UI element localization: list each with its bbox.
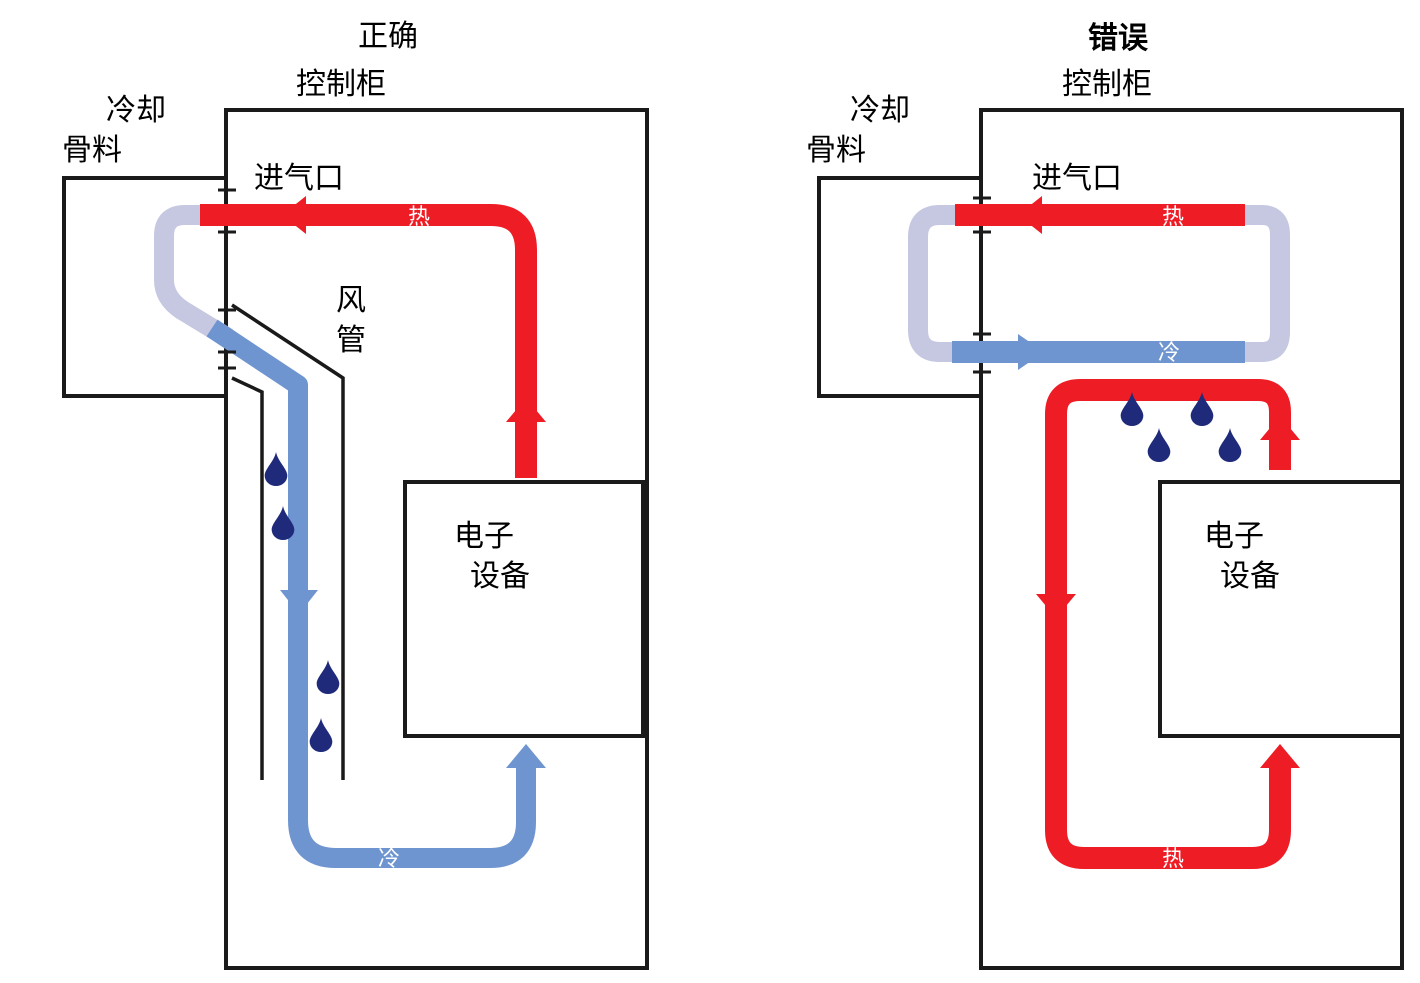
equipment-label-line1: 电子	[1204, 519, 1264, 554]
panel-title: 正确	[358, 19, 418, 54]
wrong-panel: 错误 控制柜 冷却 骨料 进气口 电子 设备 热 冷 热	[806, 21, 1404, 970]
cooler-box	[62, 176, 228, 398]
equipment-box	[1158, 480, 1404, 738]
cold-arrow-down	[280, 590, 318, 614]
cabinet-label: 控制柜	[1062, 67, 1152, 102]
equipment-label-line2: 设备	[1220, 559, 1280, 594]
droplet-icon	[309, 718, 333, 752]
cooler-loop	[154, 205, 234, 347]
inlet-label: 进气口	[254, 161, 344, 196]
duct-label-line2: 管	[336, 323, 366, 358]
duct-inner-wall	[231, 376, 264, 780]
equipment-label-line1: 电子	[454, 519, 514, 554]
inlet-label: 进气口	[1032, 161, 1122, 196]
cold-arrow-up	[506, 744, 546, 768]
hot-label: 热	[408, 205, 430, 230]
droplet-icon	[264, 452, 288, 486]
cold-airflow	[206, 319, 536, 868]
cabinet-box	[224, 108, 649, 970]
droplet-icon	[1147, 428, 1171, 462]
droplet-icon	[316, 660, 340, 694]
short-circuit-loop	[1245, 205, 1290, 362]
cooler-label-line1: 冷却	[850, 93, 910, 128]
cooler-label-line2: 骨料	[62, 133, 122, 168]
hot-arrow-up	[1260, 416, 1300, 440]
panel-title: 错误	[1088, 21, 1149, 56]
hot-arrow-left	[1018, 196, 1042, 234]
duct-outer-wall	[231, 303, 345, 780]
cooler-loop	[908, 205, 955, 362]
hot-label: 热	[1162, 847, 1184, 872]
cabinet-box	[979, 108, 1404, 970]
hot-arrow-left	[282, 196, 306, 234]
cold-label: 冷	[378, 847, 400, 872]
wall-fittings	[218, 188, 236, 370]
cabinet-label: 控制柜	[296, 67, 386, 102]
cooler-label-line1: 冷却	[106, 93, 166, 128]
cold-arrow-right	[1018, 334, 1044, 370]
duct-label-line1: 风	[336, 283, 366, 318]
droplet-icon	[1218, 428, 1242, 462]
equipment-label-line2: 设备	[470, 559, 530, 594]
hot-label: 热	[1162, 205, 1184, 230]
hot-arrow-down	[1036, 594, 1076, 618]
cold-label: 冷	[1158, 341, 1180, 366]
cooler-label-line2: 骨料	[806, 133, 866, 168]
hot-arrow-up	[1260, 744, 1300, 768]
hot-airflow	[200, 204, 537, 478]
correct-panel: 正确 控制柜 冷却 骨料 进气口 风 管 电子 设备 热 冷	[62, 19, 649, 970]
hot-circulation-airflow	[1045, 379, 1291, 869]
equipment-box	[403, 480, 645, 738]
wall-fittings	[973, 196, 991, 374]
cooler-box	[817, 176, 983, 398]
hot-arrow-up	[506, 398, 546, 422]
